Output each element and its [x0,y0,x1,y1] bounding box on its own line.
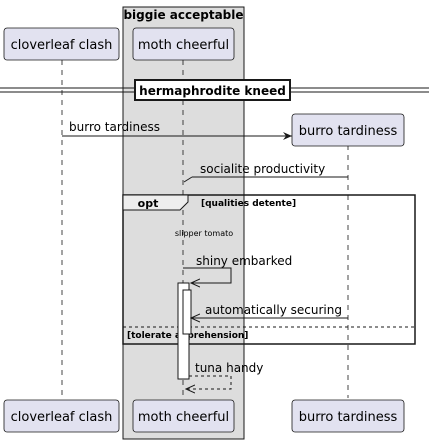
activation-bar-inner [182,289,192,335]
message-shiny-embarked: shiny embarked [183,254,292,283]
message-automatically-securing: automatically securing [191,303,348,318]
note-text: slipper tomato [175,229,233,238]
divider-label: hermaphrodite kneed [139,84,286,98]
message-label: burro tardiness [69,120,160,134]
participant-label: cloverleaf clash [11,38,113,53]
message-label: automatically securing [205,303,342,317]
participant-label: burro tardiness [299,410,398,425]
participant-cloverleaf-clash-bottom[interactable]: cloverleaf clash [3,399,120,433]
message-tuna-handy: tuna handy [186,361,263,389]
participant-label: moth cheerful [138,38,229,53]
message-label: tuna handy [195,361,263,375]
message-create-burro: burro tardiness [62,120,292,140]
participant-burro-tardiness-bottom[interactable]: burro tardiness [291,399,405,433]
divider: hermaphrodite kneed [0,79,429,101]
message-label: socialite productivity [200,162,325,176]
participant-label: burro tardiness [299,124,398,139]
group-box-title: biggie acceptable [123,8,243,22]
participant-label: cloverleaf clash [11,410,113,425]
participant-moth-cheerful-top[interactable]: moth cheerful [132,27,235,61]
note: slipper tomato [175,229,233,238]
activation-bars [177,282,192,380]
opt-keyword: opt [138,197,159,210]
message-socialite-productivity: socialite productivity [183,162,348,183]
participant-burro-tardiness-created[interactable]: burro tardiness [291,113,405,147]
participant-moth-cheerful-bottom[interactable]: moth cheerful [132,399,235,433]
participant-cloverleaf-clash-top[interactable]: cloverleaf clash [3,27,120,61]
participant-label: moth cheerful [138,410,229,425]
opt-guard: [qualities detente] [201,199,296,209]
message-label: shiny embarked [196,254,292,268]
